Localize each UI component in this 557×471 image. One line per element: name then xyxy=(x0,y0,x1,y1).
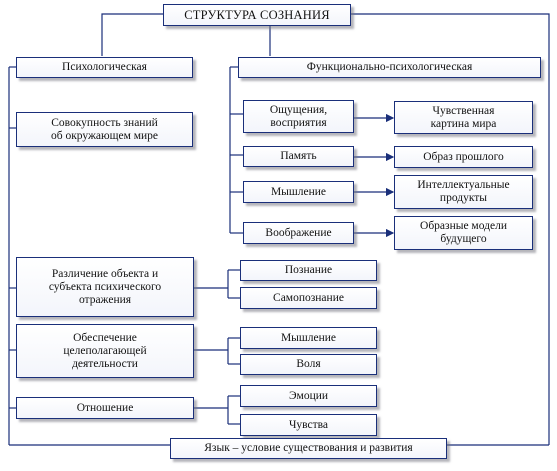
cognition-box: Познание xyxy=(240,260,377,281)
title-box: СТРУКТУРА СОЗНАНИЯ xyxy=(163,4,351,26)
functional-psychological-box: Функционально-психологическая xyxy=(238,57,541,78)
feelings-box: Чувства xyxy=(240,414,377,436)
past-image-box: Образ прошлого xyxy=(394,146,533,168)
imagination-box: Воображение xyxy=(243,222,354,244)
future-models-box: Образные модели будущего xyxy=(394,216,533,250)
thinking-box-right: Мышление xyxy=(243,181,354,203)
will-box: Воля xyxy=(240,354,377,375)
self-cognition-box: Самопознание xyxy=(240,287,377,309)
psychological-box: Психологическая xyxy=(16,57,193,78)
attitude-box: Отношение xyxy=(16,397,194,419)
language-condition-box: Язык – условие существования и развития xyxy=(170,438,447,459)
knowledge-box: Совокупность знаний об окружающем мире xyxy=(16,112,193,147)
intellectual-products-box: Интеллектуальные продукты xyxy=(394,175,533,209)
distinction-box: Различение объекта и субъекта психическо… xyxy=(16,257,194,317)
sensations-box: Ощущения, восприятия xyxy=(243,100,354,133)
thinking-box-left: Мышление xyxy=(240,327,377,349)
sensory-picture-box: Чувственная картина мира xyxy=(394,101,533,134)
goal-activity-box: Обеспечение целеполагающей деятельности xyxy=(16,324,194,378)
emotions-box: Эмоции xyxy=(240,385,377,407)
memory-box: Память xyxy=(243,146,354,167)
